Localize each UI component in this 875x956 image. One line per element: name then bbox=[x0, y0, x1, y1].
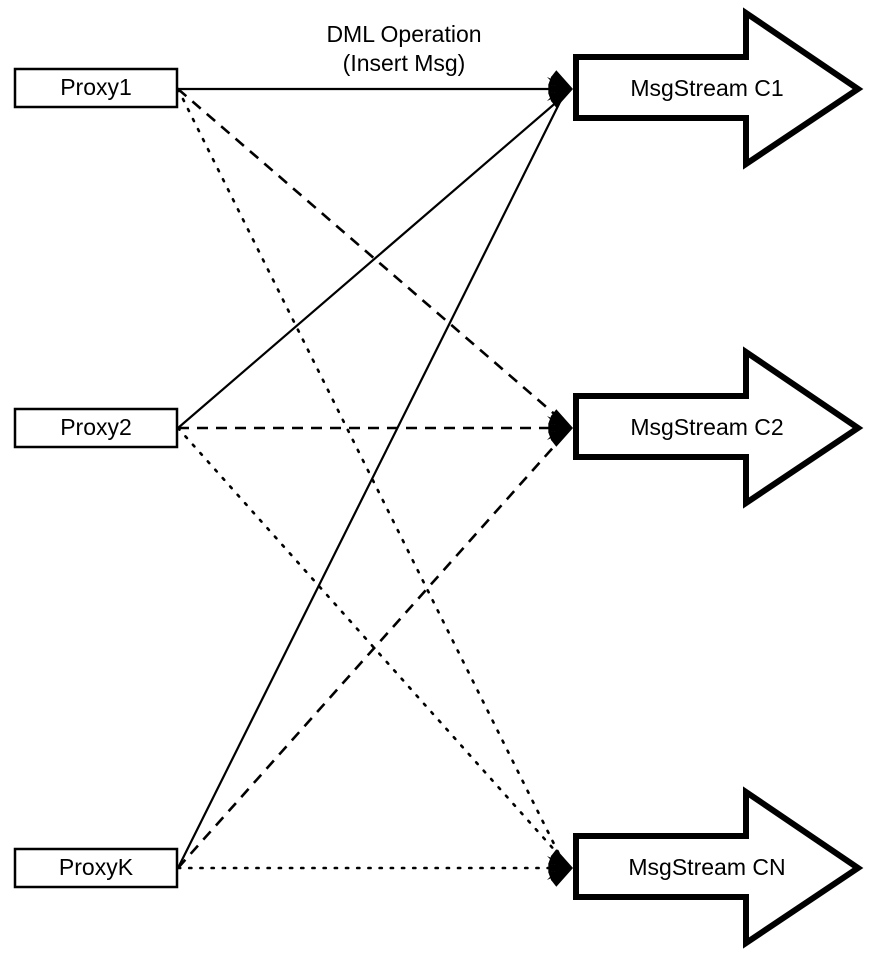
node-msgstream-c1[interactable]: MsgStream C1 bbox=[573, 7, 864, 170]
node-msgstream-c2[interactable]: MsgStream C2 bbox=[573, 346, 864, 509]
proxy1-label: Proxy1 bbox=[60, 74, 132, 100]
arrowhead-group bbox=[547, 70, 573, 887]
node-proxy2[interactable]: Proxy2 bbox=[13, 407, 179, 449]
arrow-barb-icon-2 bbox=[548, 84, 573, 94]
edge-proxy2-to-msgstream-c1[interactable] bbox=[177, 93, 567, 429]
arrow-barb-icon-0 bbox=[550, 89, 573, 108]
msgstream-group: MsgStream C1 MsgStream C2 MsgStream CN bbox=[573, 7, 864, 949]
arrow-barb-icon-4 bbox=[550, 409, 573, 428]
msgstream-cn-arrow-shape[interactable] bbox=[573, 786, 864, 949]
proxyk-label: ProxyK bbox=[59, 854, 134, 880]
arrowhead-icon-msgstream-c1 bbox=[547, 70, 573, 108]
proxy2-label: Proxy2 bbox=[60, 414, 132, 440]
node-msgstream-cn[interactable]: MsgStream CN bbox=[573, 786, 864, 949]
arrow-barb-icon-3 bbox=[548, 76, 573, 89]
arrowhead-icon-msgstream-c2 bbox=[547, 409, 573, 447]
edge-group bbox=[176, 87, 571, 870]
edge-proxyk-to-msgstream-c1[interactable] bbox=[177, 95, 564, 869]
msgstream-cn-label: MsgStream CN bbox=[628, 854, 785, 880]
proxy1-box[interactable] bbox=[13, 67, 179, 109]
arrowhead-icon-msgstream-cn bbox=[547, 849, 573, 887]
node-proxyk[interactable]: ProxyK bbox=[13, 847, 179, 889]
msgstream-c2-arrow-shape[interactable] bbox=[573, 346, 864, 509]
arrow-barb-icon-2 bbox=[548, 863, 573, 873]
proxy-group: Proxy1 Proxy2 ProxyK bbox=[13, 67, 179, 889]
edge-proxyk-to-msgstream-c2[interactable] bbox=[177, 432, 567, 869]
arrow-barb-icon-0 bbox=[550, 428, 573, 447]
msgstream-c2-label: MsgStream C2 bbox=[630, 414, 783, 440]
arrow-barb-icon-2 bbox=[548, 423, 573, 433]
edge-proxy1-to-msgstream-cn[interactable] bbox=[176, 87, 565, 864]
arrow-barb-icon-4 bbox=[550, 849, 573, 868]
arrow-barb-icon-3 bbox=[548, 415, 573, 428]
edge-proxy1-to-msgstream-c2[interactable] bbox=[177, 88, 567, 425]
proxyk-box[interactable] bbox=[13, 847, 179, 889]
node-proxy1[interactable]: Proxy1 bbox=[13, 67, 179, 109]
arrow-barb-icon-4 bbox=[550, 70, 573, 89]
arrow-barb-icon-3 bbox=[548, 855, 573, 868]
edge-label-line1: DML Operation bbox=[326, 21, 481, 47]
msgstream-c1-label: MsgStream C1 bbox=[630, 75, 783, 101]
proxy2-box[interactable] bbox=[13, 407, 179, 449]
edge-label-line2: (Insert Msg) bbox=[343, 50, 466, 76]
edge-label-dml-operation: DML Operation (Insert Msg) bbox=[326, 21, 481, 76]
msgstream-c1-arrow-shape[interactable] bbox=[573, 7, 864, 170]
edge-proxy2-to-msgstream-cn[interactable] bbox=[176, 426, 568, 865]
arrow-barb-icon-0 bbox=[550, 868, 573, 887]
